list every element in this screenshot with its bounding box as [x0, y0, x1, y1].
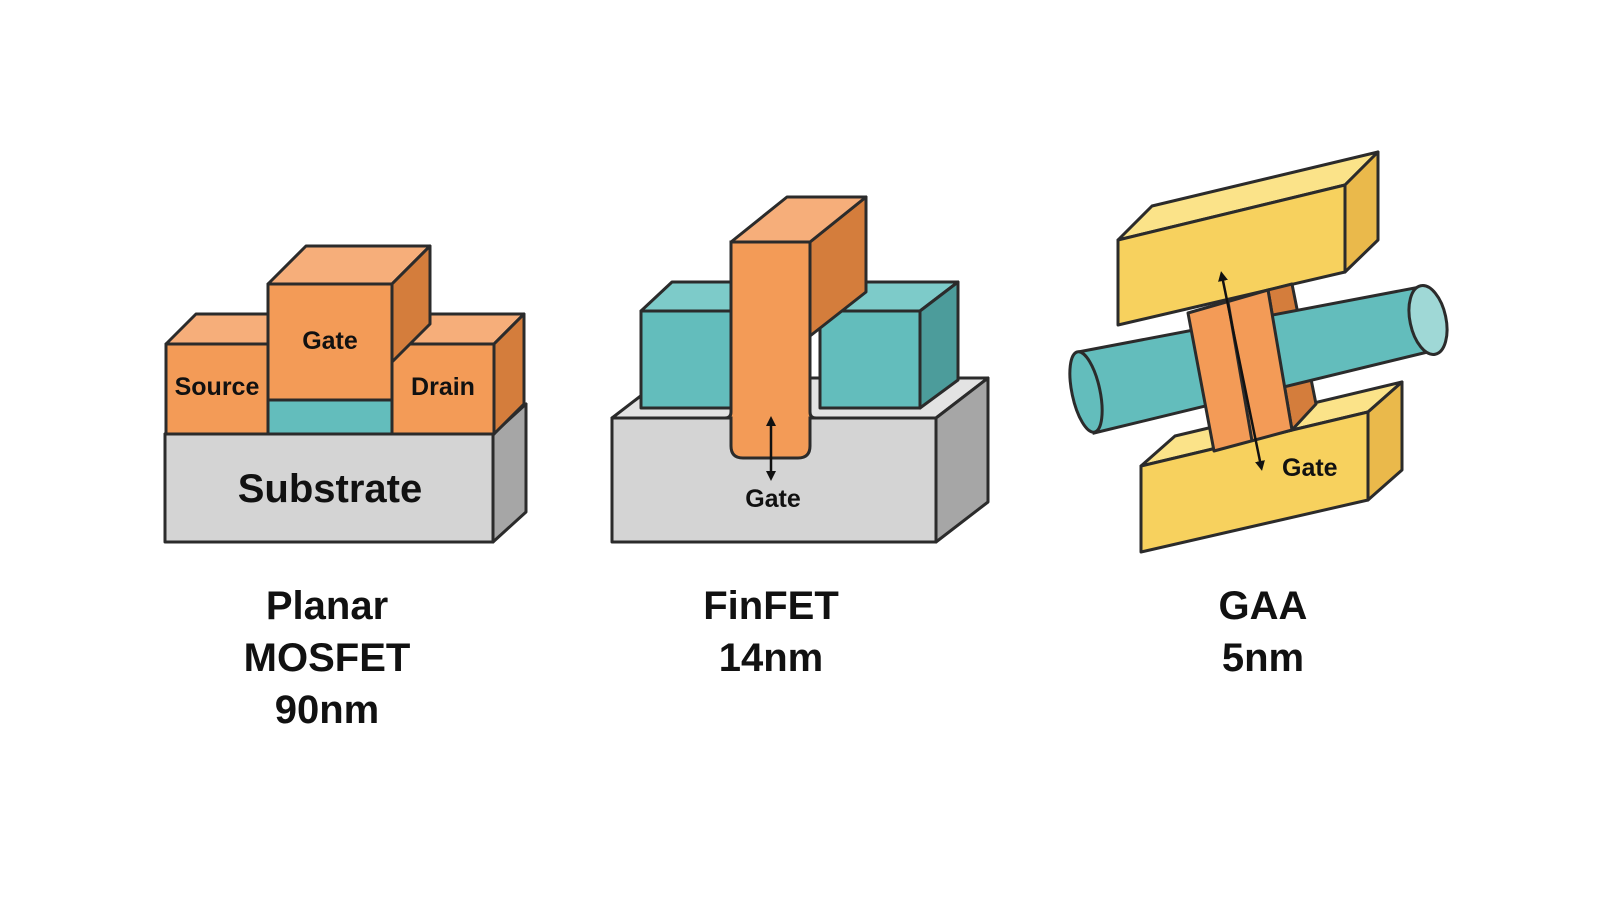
- finfet-right-fin-block: [818, 280, 960, 410]
- finfet-right-fin-front: [818, 309, 922, 410]
- gaa-gate-label: Gate: [1282, 454, 1338, 482]
- planar-gate-block: [266, 244, 432, 402]
- planar-channel: [266, 398, 394, 436]
- planar-gate-label: Gate: [302, 327, 358, 355]
- planar-substrate-front: [163, 432, 495, 544]
- finfet-caption: FinFET 14nm: [641, 580, 901, 684]
- finfet-left-fin-front: [639, 309, 737, 410]
- planar-caption-line-2: MOSFET: [243, 636, 411, 680]
- finfet-gate-label: Gate: [745, 485, 801, 513]
- planar-drain-front: [390, 342, 496, 436]
- gaa-figure: Gate: [1068, 150, 1449, 554]
- gaa-gate-length-arrow: [1218, 271, 1265, 471]
- planar-source-block: [164, 312, 300, 436]
- planar-mosfet-figure: Gate Source Drain Substrate: [163, 244, 528, 544]
- planar-caption-line-3: 90nm: [274, 688, 380, 732]
- gaa-nanowire-right-end: [1407, 284, 1449, 356]
- gaa-caption-line-1: GAA: [1218, 584, 1308, 628]
- gaa-upper-block-front: [1116, 183, 1347, 327]
- finfet-caption-line-1: FinFET: [703, 584, 839, 628]
- finfet-gate-pillar: [724, 195, 868, 460]
- finfet-figure: Gate: [610, 195, 990, 544]
- gaa-caption-line-2: 5nm: [1221, 636, 1305, 680]
- finfet-caption-line-2: 14nm: [718, 636, 824, 680]
- gaa-caption: GAA 5nm: [1133, 580, 1393, 684]
- gaa-upper-gate-block: [1116, 150, 1380, 327]
- planar-caption: Planar MOSFET 90nm: [197, 580, 457, 736]
- planar-substrate-label: Substrate: [238, 467, 423, 511]
- planar-drain-block: [390, 312, 526, 436]
- gaa-nanowire-left-end: [1068, 350, 1104, 434]
- planar-gate-front: [266, 282, 394, 402]
- planar-drain-label: Drain: [411, 373, 475, 401]
- planar-source-label: Source: [175, 373, 260, 401]
- finfet-gate-front: [724, 240, 817, 460]
- planar-caption-line-1: Planar: [265, 584, 389, 628]
- planar-source-front: [164, 342, 270, 436]
